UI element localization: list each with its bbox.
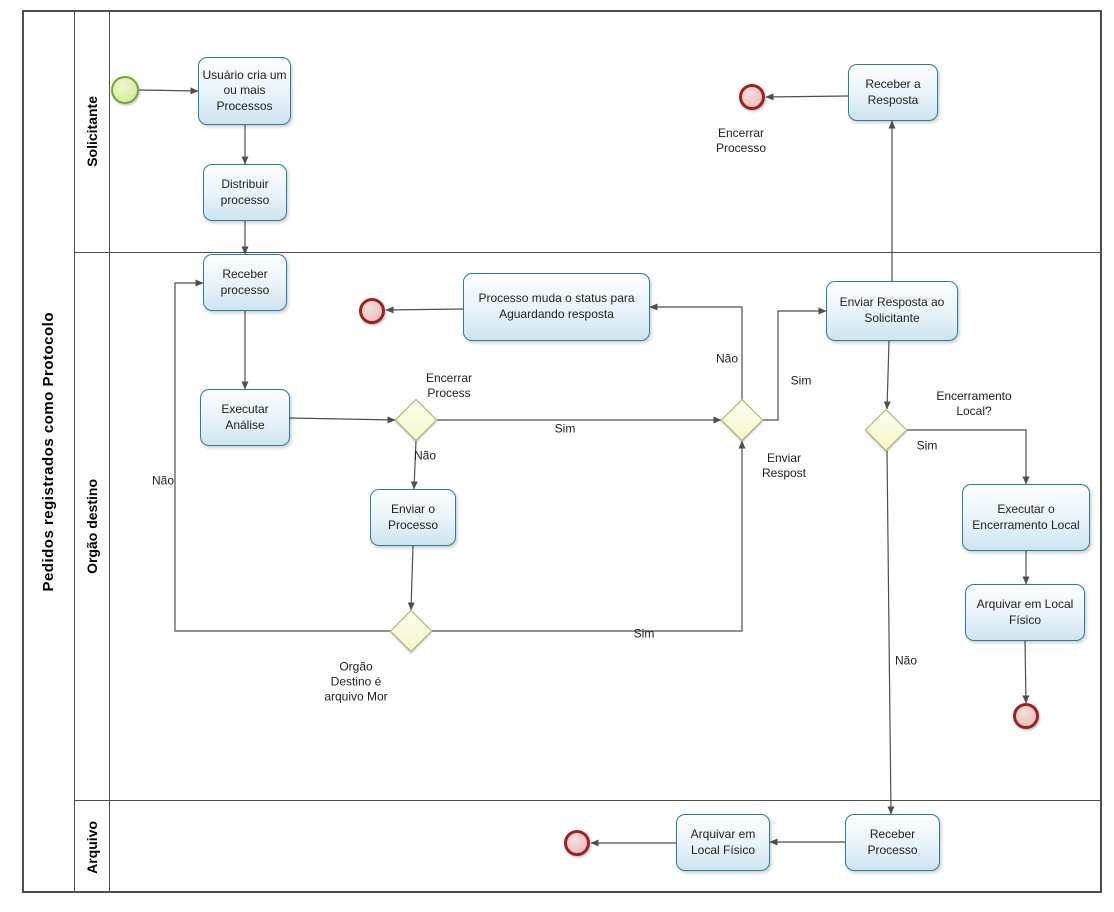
label-sim-encerrar: Sim bbox=[554, 421, 576, 436]
flow-enviar-proc-to-gw-orgao bbox=[407, 545, 415, 611]
label-nao-enviar-respost: Não bbox=[715, 351, 739, 366]
task-label: Enviar o Processo bbox=[387, 501, 439, 532]
label-enviar-respost: Enviar Respost bbox=[761, 451, 807, 480]
flow-start-to-usuario-cria bbox=[138, 87, 199, 95]
lane-orgão-destino: Orgão destino bbox=[75, 253, 1102, 801]
task-label: Arquivar em Local Físico bbox=[976, 596, 1074, 627]
label-sim-enviar-respost: Sim bbox=[790, 373, 812, 388]
lane-label-cell: Solicitante bbox=[75, 10, 110, 252]
task-arquivar-local-fisico-arquivo: Arquivar em Local Físico bbox=[676, 814, 770, 871]
lane-solicitante: Solicitante bbox=[75, 10, 1102, 253]
task-receber-processo: Receber processo bbox=[203, 254, 287, 311]
flow-executar-analise-to-gw-encerrar bbox=[289, 416, 396, 424]
gateway-enviar-respost bbox=[720, 398, 764, 442]
flow-gw-enviar-sim-to-enviar-resposta bbox=[763, 307, 827, 421]
pool-pedidos-protocolo bbox=[22, 10, 1102, 893]
task-label: Executar Análise bbox=[221, 401, 269, 432]
gateway-encerrar-process bbox=[394, 398, 438, 442]
gateway-orgao-destino-arquivo bbox=[389, 609, 433, 653]
task-distribuir-processo: Distribuir processo bbox=[203, 164, 287, 221]
lane-label-cell: Orgão destino bbox=[75, 253, 110, 800]
end-event-aguardando-resposta bbox=[359, 298, 385, 324]
task-label: Usuário cria um ou mais Processos bbox=[202, 67, 287, 113]
task-label: Arquivar em Local Físico bbox=[690, 826, 756, 857]
flow-gw-local-sim-to-executar-enc bbox=[907, 429, 1030, 485]
task-label: Processo muda o status para Aguardando r… bbox=[478, 291, 635, 321]
task-executar-analise: Executar Análise bbox=[200, 389, 290, 446]
task-label: Receber processo bbox=[220, 266, 270, 297]
flow-gw-local-nao-to-receber-arquivo bbox=[886, 450, 895, 815]
task-label: Executar o Encerramento Local bbox=[972, 501, 1080, 532]
task-label: Distribuir processo bbox=[220, 176, 270, 207]
start-event bbox=[111, 76, 139, 104]
flow-processo-muda-to-end-aguardando bbox=[385, 306, 464, 314]
label-encerramento-local: Encerramento Local? bbox=[936, 389, 1012, 418]
task-receber-processo-arquivo: Receber Processo bbox=[845, 814, 940, 871]
task-processo-muda-status: Processo muda o status para Aguardando r… bbox=[463, 273, 650, 341]
task-usuario-cria-processos: Usuário cria um ou mais Processos bbox=[198, 57, 291, 125]
label-sim-orgao-destino: Sim bbox=[633, 626, 655, 641]
end-event-encerrar-processo bbox=[739, 84, 765, 110]
lane-label-cell: Arquivo bbox=[75, 801, 110, 893]
task-receber-a-resposta: Receber a Resposta bbox=[848, 64, 938, 121]
label-orgao-destino-e-arquivo: Orgão Destino é arquivo Mor bbox=[324, 659, 388, 704]
label-sim-encerramento: Sim bbox=[916, 438, 938, 453]
label-encerrar-process: Encerrar Process bbox=[425, 371, 473, 400]
label-encerrar-processo: Encerrar Processo bbox=[715, 126, 767, 155]
label-nao-encerrar: Não bbox=[413, 448, 437, 463]
pool-title-cell: Pedidos registrados como Protocolo bbox=[22, 10, 75, 893]
flow-enviar-resposta-to-gw-local bbox=[883, 340, 891, 410]
task-arquivar-local-fisico: Arquivar em Local Físico bbox=[965, 584, 1085, 641]
flow-arquivar-to-end-encerramento bbox=[1022, 640, 1030, 704]
gateway-encerramento-local bbox=[864, 408, 908, 452]
flow-gw-orgao-nao-to-receber-proc bbox=[174, 279, 390, 632]
flow-gw-orgao-sim-to-gw-enviar bbox=[432, 440, 746, 632]
end-event-arquivo bbox=[564, 830, 590, 856]
flow-gw-enviar-nao-to-processo-muda bbox=[649, 303, 743, 399]
task-label: Receber Processo bbox=[867, 826, 918, 857]
end-event-encerramento-local bbox=[1013, 703, 1039, 729]
task-executar-encerramento-local: Executar o Encerramento Local bbox=[962, 484, 1090, 551]
task-enviar-o-processo: Enviar o Processo bbox=[370, 489, 456, 546]
flow-receber-resp-to-end-encerrar bbox=[765, 93, 849, 101]
task-enviar-resposta-solicitante: Enviar Resposta ao Solicitante bbox=[826, 281, 958, 341]
label-nao-encerramento: Não bbox=[894, 653, 918, 668]
task-label: Receber a Resposta bbox=[865, 76, 921, 107]
label-nao-orgao-destino: Não bbox=[151, 473, 175, 488]
lane-arquivo: Arquivo bbox=[75, 801, 1102, 893]
task-label: Enviar Resposta ao Solicitante bbox=[839, 295, 945, 325]
flow-gw-encerrar-nao-to-enviar-proc bbox=[410, 440, 418, 490]
